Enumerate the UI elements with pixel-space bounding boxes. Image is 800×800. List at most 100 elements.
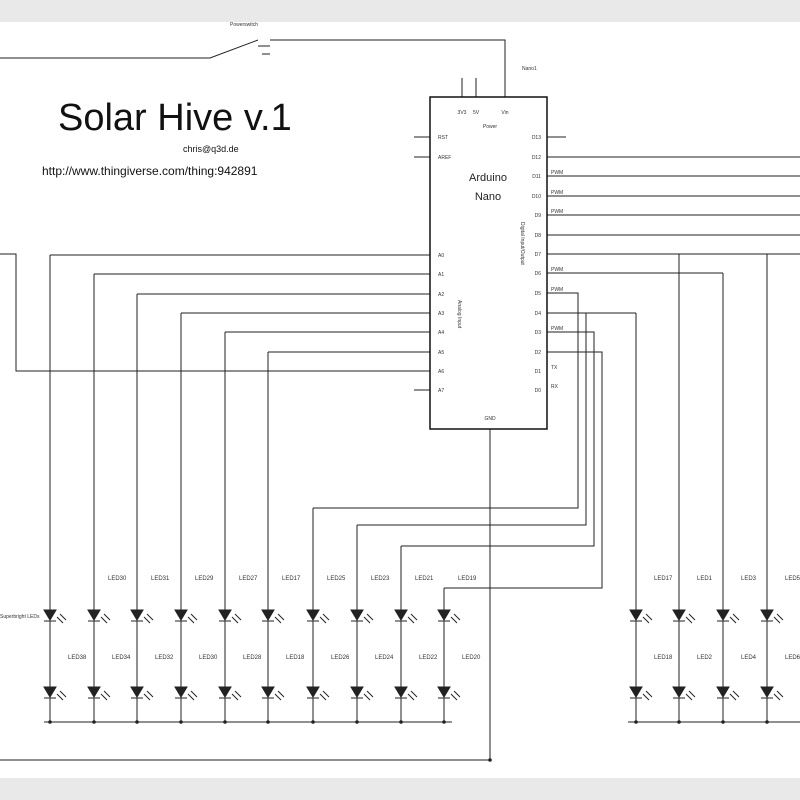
led-label-top: LED21 [415,576,434,582]
led-label-bottom: LED20 [462,655,481,661]
led-ray [103,690,111,698]
led-symbol [218,609,242,624]
ctrl-pin-label: AREF [438,155,451,161]
led-symbol [760,609,784,624]
led-triangle [672,686,686,698]
led-ray [59,690,67,698]
power-pin-label: 3V3 [458,110,467,116]
analog-pin-label: A2 [438,292,444,298]
led-symbol [174,686,198,701]
a6-wire [0,253,430,372]
led-triangle [437,686,451,698]
led-ray [187,693,195,701]
led-ray [688,613,696,621]
digital-pin-label: D8 [535,233,542,239]
digital-pin-label: D1 [535,369,542,375]
arduino-part-id: Nano1 [522,66,537,72]
power-group-label: Power [483,124,498,130]
digital-pin-label: D2 [535,350,542,356]
digital-pin-label: D3 [535,330,542,336]
led-triangle [87,686,101,698]
led-triangle [629,686,643,698]
led-ray [277,613,285,621]
led-ray [319,693,327,701]
led-triangle [629,609,643,621]
led-symbol [672,609,696,624]
led-label-top: LED31 [151,576,170,582]
led-ray [450,616,458,624]
rx-marker: RX [551,384,559,390]
led-ray [407,616,415,624]
led-ray [366,690,374,698]
power-pin-label: Vin [501,110,508,116]
digital-pin-label: D5 [535,291,542,297]
led-ray [274,616,282,624]
led-ray [363,616,371,624]
led-triangle [760,609,774,621]
led-triangle [672,609,686,621]
led-symbol [760,686,784,701]
led-ray [234,690,242,698]
led-label-top: LED23 [371,576,390,582]
analog-pin-label: A5 [438,350,444,356]
led-ray [234,613,242,621]
led-ray [277,690,285,698]
led-ray [410,690,418,698]
junction-dot [488,758,492,762]
led-triangle [43,609,57,621]
led-ray [143,693,151,701]
wiring [0,39,800,762]
led-ray [59,613,67,621]
digital-pin-label: D10 [532,194,541,200]
led-ray [231,693,239,701]
led-symbol [437,686,461,701]
led-symbol [437,609,461,624]
led-symbol [672,686,696,701]
led-label-bottom: LED30 [199,655,218,661]
thing-url: http://www.thingiverse.com/thing:942891 [42,164,258,178]
led-label-bottom: LED26 [331,655,350,661]
led-label-bottom: LED34 [112,655,131,661]
digital-pin-label: D12 [532,155,541,161]
led-symbol [306,609,330,624]
digital-feed-wire [313,292,579,509]
led-symbol [87,609,111,624]
led-ray [776,690,784,698]
led-ray [450,693,458,701]
digital-pin-label: D9 [535,213,542,219]
analog-pin-label: A4 [438,330,444,336]
page-title: Solar Hive v.1 [58,97,292,139]
digital-pin-label: D0 [535,388,542,394]
led-ray [146,613,154,621]
digital-pin-label: D4 [535,311,542,317]
led-label-bottom: LED38 [68,655,87,661]
digital-pin-label: D11 [532,174,541,180]
led-symbol [261,609,285,624]
led-ray [190,690,198,698]
analog-pin-label: A1 [438,272,444,278]
schematic-sheet [0,22,800,778]
led-ray [729,693,737,701]
power-switch-label: Powerswitch [230,22,258,28]
led-ray [732,613,740,621]
led-label-top: LED30 [108,576,127,582]
led-triangle [716,609,730,621]
pwm-marker: PWM [551,170,563,176]
led-triangle [130,686,144,698]
analog-pin-label: A6 [438,369,444,375]
led-triangle [350,686,364,698]
led-ray [231,616,239,624]
led-ray [688,690,696,698]
led-triangle [394,686,408,698]
power-switch-wire [0,39,259,59]
led-label-bottom: LED4 [741,655,757,661]
led-triangle [218,686,232,698]
led-ray [773,693,781,701]
led-symbol [87,686,111,701]
digital-feed-wire [401,331,595,547]
arduino-name-line2: Nano [475,191,501,203]
led-label-bottom: LED32 [155,655,174,661]
led-ray [100,616,108,624]
